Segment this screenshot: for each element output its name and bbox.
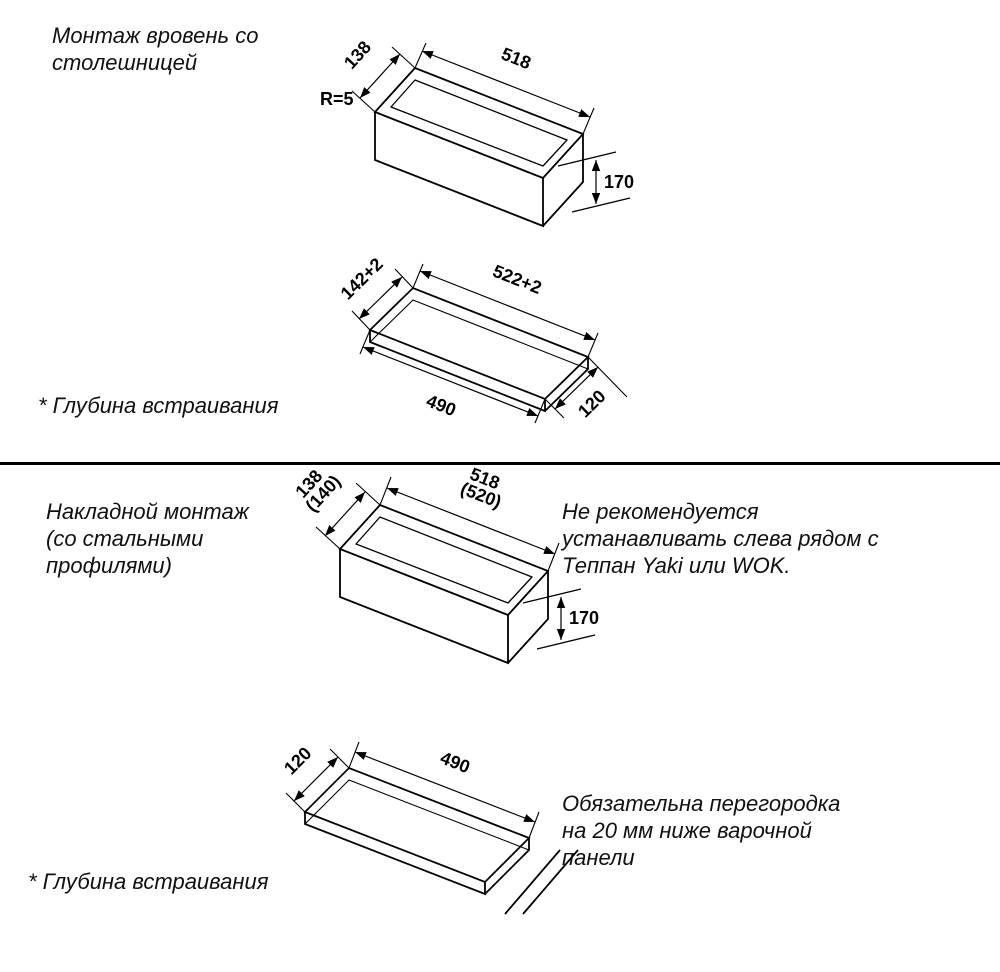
extension-lines-518	[414, 42, 595, 135]
dim-label-120-bottom: 120	[280, 743, 315, 778]
dim-label-138-140: 138 (140)	[289, 460, 345, 516]
placement-warning-note: Не рекомендуется устанавливать слева ряд…	[562, 499, 879, 578]
flush-appliance-drawing	[351, 42, 631, 228]
appliance-glass-inset	[355, 516, 533, 604]
dim-label-518-520: 518 (520)	[458, 462, 511, 512]
appliance-top-face	[338, 503, 550, 617]
section-divider	[0, 462, 1000, 465]
countertop-edge-lines	[522, 588, 596, 650]
cutout-inner-bottom-edges	[304, 779, 530, 851]
extension-lines-142	[351, 268, 414, 331]
flush-mount-title: Монтаж вровень со столешницей	[52, 23, 259, 75]
extension-lines-490	[348, 741, 540, 839]
partition-note: Обязательна перегородка на 20 мм ниже ва…	[562, 791, 841, 870]
extension-lines-138	[315, 482, 381, 550]
dim-label-170: 170	[604, 172, 634, 192]
flush-mount-footnote: * Глубина встраивания	[38, 393, 279, 418]
surface-mount-footnote: * Глубина встраивания	[28, 869, 269, 894]
dimension-line-518	[386, 487, 556, 555]
dim-label-138: 138	[340, 37, 375, 73]
appliance-glass-inset	[390, 79, 568, 167]
extension-lines-120	[285, 748, 350, 813]
countertop-edge-lines	[557, 151, 631, 213]
dim-label-522: 522+2	[490, 261, 544, 298]
extension-lines-490	[359, 329, 546, 424]
dim-label-490: 490	[424, 391, 459, 421]
partition-lines	[504, 849, 579, 915]
dim-label-518: 518	[499, 44, 534, 74]
dimension-line-490	[354, 751, 536, 823]
dimension-line-138	[324, 491, 366, 537]
dim-label-490-bottom: 490	[438, 748, 473, 778]
extension-lines-522	[412, 263, 599, 358]
surface-mount-title: Накладной монтаж (со стальными профилями…	[46, 499, 249, 578]
appliance-body-edges	[374, 112, 584, 228]
cutout-opening	[303, 766, 531, 884]
flush-cutout-drawing	[351, 263, 628, 424]
dimension-line-142	[358, 276, 403, 320]
extension-lines-138	[351, 46, 416, 113]
dimension-line-120	[293, 756, 339, 802]
dimension-line-490	[362, 346, 539, 417]
cutout-opening	[368, 286, 590, 401]
dim-label-142: 142+2	[337, 254, 387, 304]
appliance-body-edges	[339, 549, 549, 665]
dimension-line-518	[421, 50, 591, 118]
surface-appliance-drawing	[315, 476, 596, 665]
surface-cutout-drawing	[285, 741, 579, 915]
cutout-depth-edges	[304, 812, 530, 896]
dimension-line-138	[359, 53, 401, 99]
cutout-inner-bottom-edges	[369, 299, 589, 370]
radius-label: R=5	[320, 89, 354, 109]
extension-lines-120	[544, 356, 628, 419]
dimension-line-522	[419, 270, 596, 341]
dimension-line-120	[554, 366, 599, 410]
extension-lines-518	[379, 476, 560, 572]
appliance-top-face	[373, 66, 585, 180]
dim-label-170-bottom: 170	[569, 608, 599, 628]
dim-label-120: 120	[574, 386, 609, 421]
